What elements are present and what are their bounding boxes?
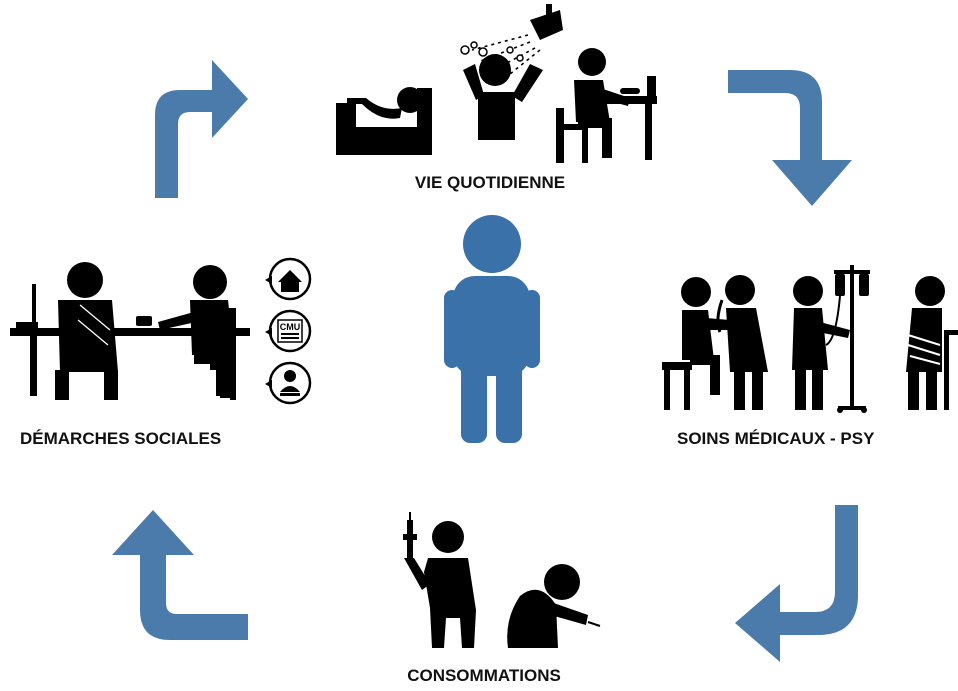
id-card-bubble-icon	[265, 361, 312, 405]
label-consommations: CONSOMMATIONS	[407, 666, 561, 685]
cmu-text: CMU	[280, 322, 301, 332]
iv-drip-icon	[792, 265, 870, 413]
office-desk-icon	[10, 262, 250, 400]
cmu-card-bubble-icon: CMU	[265, 309, 312, 353]
arrow-bottom-left	[112, 510, 248, 640]
shower-icon	[460, 4, 563, 140]
arrow-bottom-right	[735, 505, 858, 662]
person-icon	[444, 215, 540, 443]
arrow-top-left	[155, 60, 248, 198]
label-demarches-sociales: DÉMARCHES SOCIALES	[20, 429, 221, 448]
syringe-person-icon	[403, 512, 476, 648]
slumped-person-icon	[507, 564, 601, 648]
house-bubble-icon	[265, 257, 312, 301]
bandaged-patient-icon	[906, 276, 958, 410]
label-vie-quotidienne: VIE QUOTIDIENNE	[415, 173, 565, 192]
bed-icon	[336, 87, 432, 155]
eating-person-icon	[556, 48, 657, 163]
arrow-top-right	[728, 70, 852, 206]
stethoscope-exam-icon	[662, 275, 768, 410]
label-soins-medicaux: SOINS MÉDICAUX - PSY	[677, 429, 875, 448]
